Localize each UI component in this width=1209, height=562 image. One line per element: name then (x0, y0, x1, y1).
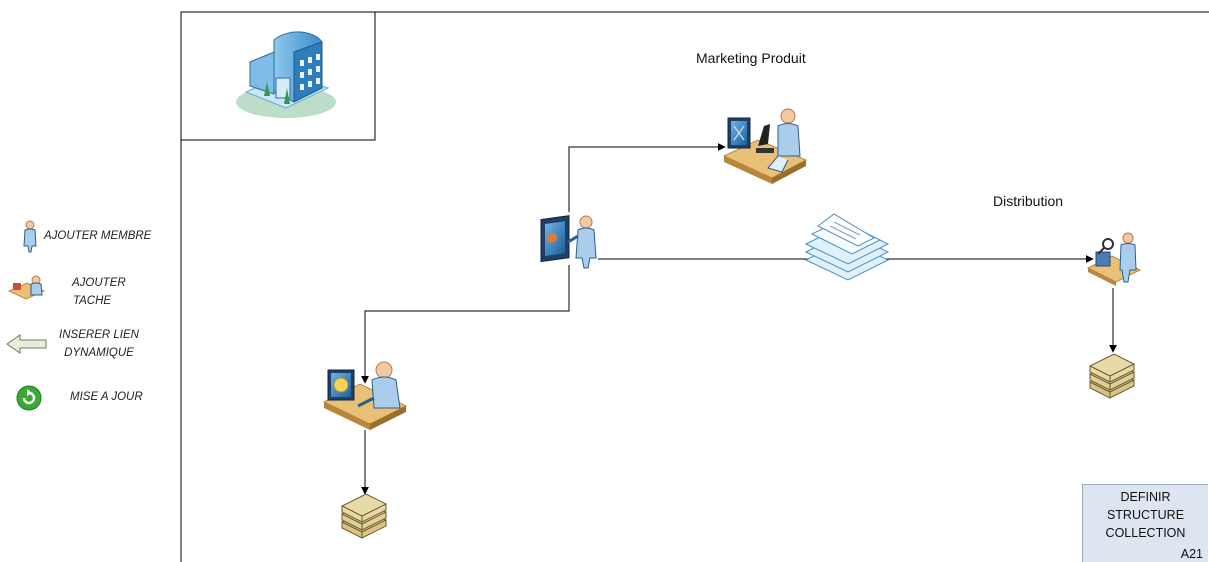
task-icon[interactable] (7, 275, 46, 300)
link-presenter-marketing[interactable] (568, 143, 726, 212)
lab-worker-icon[interactable] (722, 108, 808, 184)
documents-stack-icon[interactable] (804, 213, 890, 281)
insert-link-line-2: DYNAMIQUE (64, 347, 134, 359)
info-code: A21 (1180, 547, 1203, 561)
books-stack-icon[interactable] (1088, 353, 1136, 399)
add-member-label[interactable]: AJOUTER MEMBRE (44, 230, 152, 242)
books-stack-icon[interactable] (340, 493, 388, 539)
distribution-label: Distribution (993, 193, 1064, 209)
arrow-left-icon[interactable] (6, 334, 47, 354)
refresh-icon[interactable] (16, 385, 42, 411)
presenter-board-icon[interactable] (540, 215, 597, 269)
collection-info-box[interactable]: DEFINIR STRUCTURE COLLECTION A21 (1082, 484, 1208, 562)
link-presenter-designer[interactable] (361, 265, 570, 384)
add-task-label[interactable]: AJOUTER TACHE (72, 274, 126, 310)
marketing-label: Marketing Produit (696, 50, 806, 66)
add-task-line-1: AJOUTER (72, 277, 126, 289)
company-box[interactable] (180, 11, 376, 141)
insert-link-line-1: INSERER LIEN (59, 329, 139, 341)
info-line-1: DEFINIR (1120, 490, 1171, 504)
office-building-icon[interactable] (236, 31, 336, 118)
info-line-2: STRUCTURE (1106, 508, 1185, 522)
update-label[interactable]: MISE A JOUR (70, 391, 143, 403)
distribution-worker-icon[interactable] (1086, 232, 1142, 286)
desk-worker-icon[interactable] (322, 361, 408, 430)
info-line-3: COLLECTION (1105, 526, 1186, 540)
person-icon[interactable] (23, 220, 37, 253)
add-task-line-2: TACHE (72, 295, 112, 307)
insert-link-label[interactable]: INSERER LIEN DYNAMIQUE (58, 326, 140, 362)
